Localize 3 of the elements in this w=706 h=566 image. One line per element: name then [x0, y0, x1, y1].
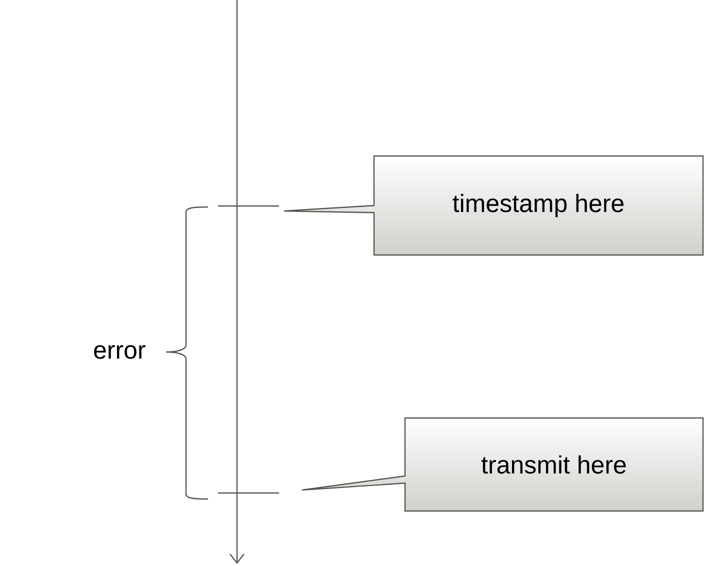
brace-label: error: [94, 345, 146, 359]
callout-box: transmit here: [301, 417, 704, 512]
callout-box: timestamp here: [283, 155, 704, 256]
